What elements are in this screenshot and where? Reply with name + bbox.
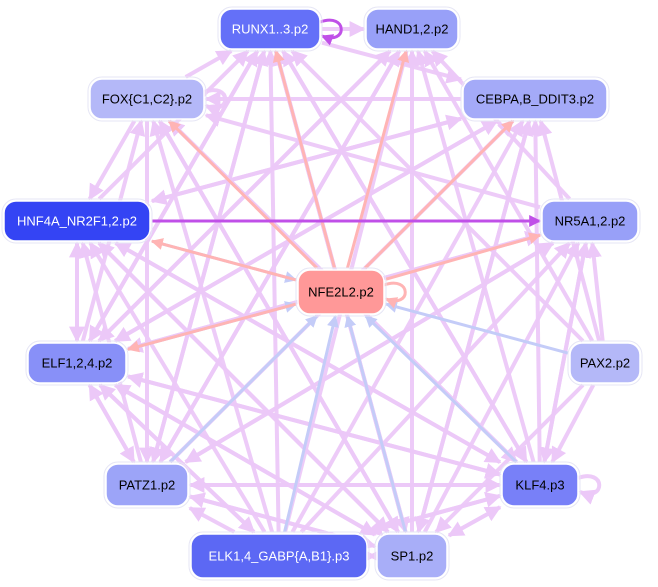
- node-label: PATZ1.p2: [119, 478, 176, 493]
- edge-elk-to-patz1: [188, 506, 236, 534]
- edge-sp1-to-nfe2l2: [344, 314, 407, 533]
- node-halo: [567, 340, 643, 386]
- edge-elf-to-patz1: [87, 384, 136, 464]
- edge-nfe2l2-to-hand: [346, 49, 410, 269]
- edge-elf-to-sp1: [114, 383, 377, 537]
- edge-pax2-to-klf4: [550, 384, 596, 464]
- node-box: [541, 200, 639, 242]
- edge-klf4-to-cebpa: [527, 119, 544, 463]
- edge-cebpa-to-elf: [113, 119, 498, 343]
- edge-nfe2l2-to-hnf4a: [150, 238, 297, 282]
- edge-nfe2l2-to-runx: [272, 49, 336, 269]
- node-box: [105, 463, 189, 507]
- node-cebpa[interactable]: CEBPA,B_DDIT3.p2: [460, 76, 610, 122]
- node-label: HNF4A_NR2F1,2.p2: [17, 214, 137, 229]
- node-nr5a1[interactable]: NR5A1,2.p2: [539, 198, 641, 244]
- node-sp1[interactable]: SP1.p2: [374, 531, 450, 581]
- node-box: [501, 463, 579, 507]
- node-hnf4a[interactable]: HNF4A_NR2F1,2.p2: [1, 198, 153, 244]
- edge-elf-to-elk: [98, 383, 256, 534]
- edge-hnf4a-to-klf4: [114, 241, 502, 464]
- node-box: [27, 342, 127, 384]
- node-halo: [539, 198, 641, 244]
- edge-elk-to-cebpa: [290, 119, 525, 533]
- node-box: [190, 533, 368, 579]
- edge-nr5a1-to-fox: [204, 111, 541, 210]
- node-nfe2l2[interactable]: NFE2L2.p2: [295, 267, 387, 317]
- edge-fox-to-runx: [184, 49, 233, 79]
- node-label: CEBPA,B_DDIT3.p2: [476, 92, 594, 107]
- node-box: [569, 342, 641, 384]
- node-pax2[interactable]: PAX2.p2: [567, 340, 643, 386]
- edge-klf4-to-hand: [414, 49, 536, 463]
- node-runx[interactable]: RUNX1..3.p2: [217, 6, 323, 52]
- edge-nfe2l2-to-nfe2l2: [383, 281, 407, 309]
- node-box: [376, 533, 448, 579]
- edge-runx-to-runx: [319, 18, 343, 46]
- node-label: ELK1,4_GABP{A,B1}.p3: [209, 549, 350, 564]
- edge-patz1-to-nfe2l2: [169, 314, 318, 464]
- node-halo: [1, 198, 153, 244]
- edge-pax2-to-nfe2l2: [384, 301, 569, 355]
- node-halo: [295, 267, 387, 317]
- edge-hand-to-patz1: [158, 49, 401, 464]
- edge-runx-to-klf4: [281, 49, 529, 464]
- edge-nfe2l2-to-nr5a1: [385, 232, 542, 281]
- node-halo: [25, 340, 129, 386]
- edges-layer: [69, 18, 605, 564]
- node-elk[interactable]: ELK1,4_GABP{A,B1}.p3: [188, 531, 370, 581]
- edge-pax2-to-nr5a1: [585, 241, 605, 342]
- node-label: RUNX1..3.p2: [232, 22, 309, 37]
- node-label: KLF4.p3: [515, 478, 564, 493]
- node-halo: [217, 6, 323, 52]
- node-label: NR5A1,2.p2: [555, 214, 626, 229]
- node-label: NFE2L2.p2: [308, 285, 374, 300]
- edge-sp1-to-klf4: [448, 505, 502, 538]
- node-box: [365, 8, 459, 50]
- node-halo: [188, 531, 370, 581]
- edge-nfe2l2-to-fox: [168, 119, 318, 270]
- node-klf4[interactable]: KLF4.p3: [499, 461, 581, 509]
- node-halo: [374, 531, 450, 581]
- node-patz1[interactable]: PATZ1.p2: [103, 461, 191, 509]
- edge-nr5a1-to-patz1: [184, 241, 555, 464]
- edge-klf4-to-klf4: [577, 474, 602, 505]
- node-box: [297, 269, 385, 315]
- node-fox[interactable]: FOX{C1,C2}.p2: [87, 76, 207, 122]
- node-box: [3, 200, 151, 242]
- node-box: [462, 78, 608, 120]
- node-label: ELF1,2,4.p2: [42, 356, 113, 371]
- node-box: [89, 78, 205, 120]
- edge-nfe2l2-to-elf: [126, 302, 297, 353]
- node-box: [219, 8, 321, 50]
- node-halo: [103, 461, 191, 509]
- node-label: HAND1,2.p2: [376, 22, 449, 37]
- edge-elk-to-runx: [262, 49, 281, 533]
- edge-nfe2l2-to-cebpa: [364, 119, 514, 270]
- edge-klf4-to-nfe2l2: [364, 314, 518, 464]
- edge-fox-to-hnf4a: [87, 120, 137, 201]
- node-halo: [87, 76, 207, 122]
- node-label: SP1.p2: [391, 549, 434, 564]
- node-halo: [460, 76, 610, 122]
- edge-elk-to-nfe2l2: [283, 314, 339, 533]
- node-elf[interactable]: ELF1,2,4.p2: [25, 340, 129, 386]
- node-halo: [499, 461, 581, 509]
- node-hand[interactable]: HAND1,2.p2: [363, 6, 461, 52]
- node-label: FOX{C1,C2}.p2: [102, 92, 192, 107]
- node-halo: [363, 6, 461, 52]
- node-label: PAX2.p2: [580, 356, 630, 371]
